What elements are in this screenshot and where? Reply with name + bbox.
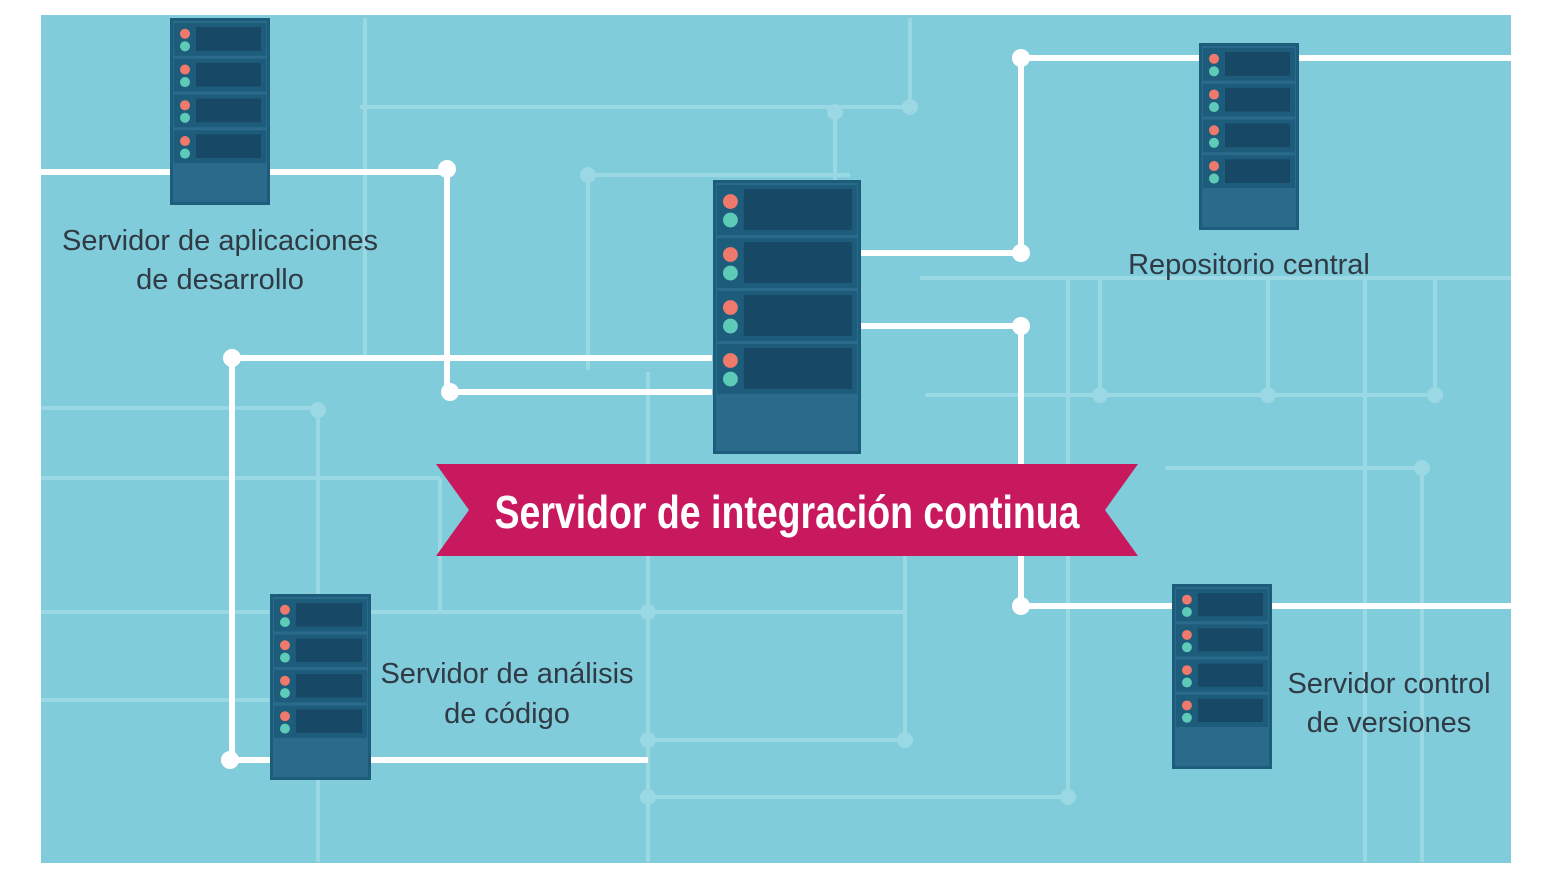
analysis-server-label-line1: Servidor de análisis: [380, 658, 633, 690]
drive-bay: [743, 189, 852, 230]
status-led-teal: [1182, 642, 1192, 653]
drive-bay: [196, 98, 261, 123]
rack-base: [274, 742, 367, 776]
drive-bay: [295, 638, 362, 662]
analysis-server-label-line2: de código: [444, 698, 570, 730]
status-led-red: [180, 28, 191, 39]
ci-server-banner: [436, 464, 1138, 556]
status-led-red: [280, 711, 290, 722]
server-rack-icon: [713, 180, 861, 454]
rack-base: [1203, 192, 1295, 226]
ci-server-title: Servidor de integración continua: [495, 486, 1080, 538]
rack-base: [1176, 731, 1268, 765]
app-server-label-line2: de desarrollo: [136, 264, 304, 296]
status-led-teal: [180, 112, 191, 123]
rack-base: [717, 398, 857, 450]
status-led-teal: [723, 371, 738, 387]
drive-bay: [1197, 593, 1263, 617]
status-led-red: [1209, 125, 1220, 136]
version-control-label-line1: Servidor control: [1287, 668, 1490, 700]
status-led-red: [723, 247, 738, 262]
drive-bay: [295, 674, 362, 698]
status-led-red: [1182, 665, 1192, 676]
drive-bay: [196, 27, 261, 51]
drive-bay: [295, 709, 362, 733]
drive-bay: [743, 295, 852, 336]
drive-bay: [196, 62, 261, 87]
status-led-teal: [280, 688, 290, 699]
drive-bay: [1225, 52, 1290, 76]
server-rack-icon: [170, 18, 270, 205]
status-led-teal: [280, 617, 290, 628]
repository-label: Repositorio central: [1128, 249, 1370, 281]
drive-bay: [1225, 159, 1290, 183]
drive-bay: [1197, 663, 1263, 687]
connector-nodes: [221, 49, 1030, 769]
status-led-red: [1182, 700, 1192, 711]
rack-base: [174, 167, 266, 201]
status-led-red: [1182, 629, 1192, 640]
status-led-teal: [180, 148, 191, 159]
app-server-label-line1: Servidor de aplicaciones: [62, 225, 378, 257]
status-led-red: [723, 353, 738, 368]
server-rack-icon: [270, 594, 371, 780]
status-led-teal: [1209, 102, 1220, 113]
status-led-red: [1209, 161, 1220, 172]
drive-bay: [743, 348, 852, 389]
status-led-teal: [180, 41, 191, 52]
status-led-red: [180, 136, 191, 147]
status-led-red: [280, 604, 290, 615]
background-circuit-grid: [41, 18, 1511, 862]
drive-bay: [743, 242, 852, 283]
status-led-teal: [723, 265, 738, 281]
status-led-red: [280, 640, 290, 651]
status-led-teal: [280, 652, 290, 663]
status-led-red: [1209, 53, 1220, 64]
drive-bay: [1225, 123, 1290, 148]
server-rack-icon: [1199, 43, 1299, 230]
drive-bay: [295, 603, 362, 627]
version-control-label-line2: de versiones: [1307, 707, 1471, 739]
status-led-teal: [1209, 137, 1220, 148]
status-led-red: [180, 100, 191, 111]
background-grid-dots: [310, 99, 1443, 805]
connector-analysis-server: [229, 355, 712, 763]
status-led-red: [1209, 89, 1220, 100]
status-led-teal: [280, 723, 290, 734]
status-led-red: [723, 194, 738, 209]
status-led-teal: [180, 77, 191, 88]
status-led-teal: [1182, 607, 1192, 617]
status-led-teal: [1182, 677, 1192, 688]
drive-bay: [1197, 698, 1263, 722]
status-led-red: [1182, 594, 1192, 605]
status-led-teal: [1182, 712, 1192, 723]
drive-bay: [196, 134, 261, 158]
status-led-teal: [723, 318, 738, 334]
status-led-teal: [1209, 173, 1220, 184]
drive-bay: [1225, 87, 1290, 112]
status-led-teal: [1209, 66, 1220, 77]
status-led-teal: [723, 212, 738, 228]
drive-bay: [1197, 628, 1263, 652]
status-led-red: [723, 300, 738, 315]
status-led-red: [180, 64, 191, 75]
server-rack-icon: [1172, 584, 1272, 769]
status-led-red: [280, 675, 290, 686]
